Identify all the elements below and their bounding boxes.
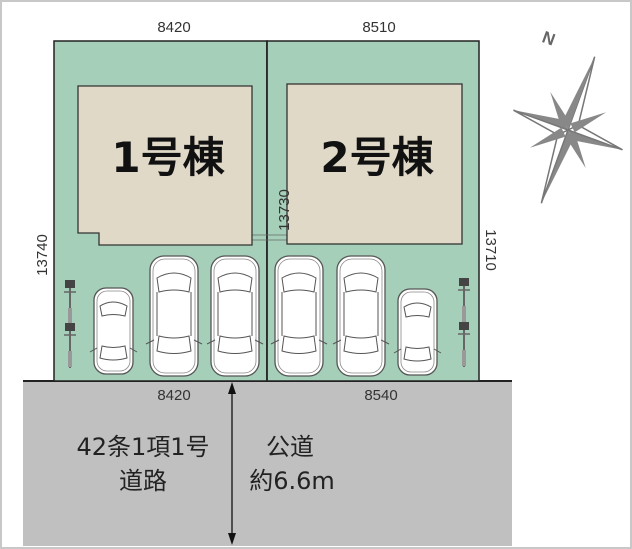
road-width-arrow bbox=[228, 382, 236, 545]
building-2-label: 2号棟 bbox=[320, 133, 434, 182]
parking-car-small bbox=[393, 288, 442, 376]
road-width: 約6.6m bbox=[249, 467, 335, 495]
compass-icon bbox=[513, 56, 623, 204]
dim-top-left: 8420 bbox=[157, 19, 190, 36]
dim-middle: 13730 bbox=[276, 189, 293, 231]
parking-car bbox=[332, 255, 390, 377]
compass-north-label: N bbox=[540, 28, 558, 50]
dim-left: 13740 bbox=[34, 234, 51, 276]
parking-car bbox=[270, 255, 328, 377]
parking-car-small bbox=[89, 287, 138, 375]
building-1 bbox=[77, 85, 253, 246]
parking-car bbox=[206, 255, 264, 377]
building-1-label: 1号棟 bbox=[111, 133, 225, 182]
dim-right: 13710 bbox=[482, 229, 499, 271]
road-type-line1: 42条1項1号 bbox=[76, 433, 209, 461]
building-2 bbox=[286, 83, 463, 245]
parking-car bbox=[145, 255, 203, 377]
dim-bottom-right: 8540 bbox=[364, 387, 397, 404]
road-name: 公道 bbox=[266, 433, 314, 461]
dim-top-right: 8510 bbox=[362, 19, 395, 36]
road bbox=[23, 381, 512, 546]
road-type-line2: 道路 bbox=[119, 467, 167, 495]
dim-bottom-left: 8420 bbox=[157, 387, 190, 404]
